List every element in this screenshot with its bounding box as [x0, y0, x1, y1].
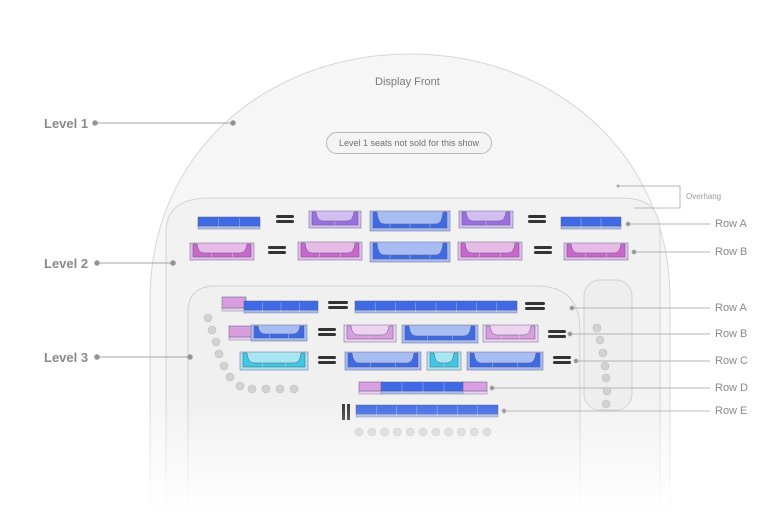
unavailable-seat [405, 427, 415, 437]
unavailable-seat [600, 361, 610, 371]
l3-row-c-block-3[interactable] [426, 351, 462, 371]
unavailable-seat [289, 384, 299, 394]
unavailable-seat [225, 372, 235, 382]
l2-row-a-block-4[interactable] [458, 210, 514, 229]
level-3-label: Level 3 [44, 350, 89, 365]
l3-row-c-block-4[interactable] [466, 351, 544, 371]
level3-row-e-label: Row E [715, 405, 748, 417]
l3-row-b-block-1[interactable] [228, 325, 254, 341]
unavailable-seat [354, 427, 364, 437]
unavailable-seat [207, 325, 217, 335]
level-2-label: Level 2 [44, 256, 89, 271]
l3-row-b-block-3[interactable] [343, 324, 397, 343]
unavailable-seat [275, 384, 285, 394]
l3-row-a-block-1[interactable] [221, 296, 247, 312]
unavailable-seat [482, 427, 492, 437]
unavailable-seat [601, 399, 611, 409]
level1-notice: Level 1 seats not sold for this show [326, 132, 492, 154]
unavailable-seat [214, 349, 224, 359]
l3-row-d-block-1[interactable] [358, 381, 384, 395]
l2-row-b-block-5[interactable] [563, 242, 629, 261]
level3-row-b-label: Row B [715, 328, 748, 340]
unavailable-seat [219, 361, 229, 371]
unavailable-seat [595, 335, 605, 345]
overhang-label: Overhang [686, 192, 722, 201]
level3-row-c-label: Row C [715, 355, 749, 367]
unavailable-seat [380, 427, 389, 437]
level2-row-a-label: Row A [715, 218, 747, 230]
unavailable-seat [418, 427, 428, 437]
l3-row-c-block-1[interactable] [239, 351, 309, 371]
l2-row-b-block-4[interactable] [457, 241, 523, 261]
unavailable-seat [457, 427, 466, 437]
unavailable-seat [393, 427, 402, 437]
unavailable-seat [469, 427, 479, 437]
l3-row-a-block-2[interactable] [243, 300, 319, 314]
unavailable-seat [247, 384, 257, 394]
l3-row-c-block-2[interactable] [344, 351, 422, 371]
unavailable-seat [592, 323, 602, 333]
l3-row-b-block-4[interactable] [401, 324, 479, 344]
unavailable-seat [444, 427, 453, 437]
level3-row-d-label: Row D [715, 382, 749, 394]
l2-row-a-block-2[interactable] [308, 210, 362, 229]
l3-row-e-block-1[interactable] [355, 404, 499, 418]
l2-row-a-block-1[interactable] [197, 216, 261, 230]
unavailable-seat [261, 384, 271, 394]
unavailable-seat [431, 427, 441, 437]
l2-row-a-block-5[interactable] [560, 216, 622, 230]
l2-row-a-block-3[interactable] [369, 210, 451, 232]
l2-row-b-block-2[interactable] [297, 241, 363, 261]
unavailable-seat [367, 427, 377, 437]
l3-row-b-block-2[interactable] [250, 324, 308, 342]
unavailable-seat [601, 373, 611, 383]
l2-row-b-block-3[interactable] [369, 241, 451, 263]
level-1-label: Level 1 [44, 116, 89, 131]
display-front-label: Display Front [375, 76, 440, 88]
unavailable-seat [598, 348, 608, 358]
level3-outline [187, 285, 581, 512]
l3-row-d-block-3[interactable] [462, 381, 488, 395]
level2-row-b-label: Row B [715, 246, 748, 258]
unavailable-seat [235, 381, 245, 391]
l2-row-b-block-1[interactable] [189, 242, 255, 261]
level3-row-a-label: Row A [715, 302, 747, 314]
l3-row-b-block-5[interactable] [482, 324, 539, 343]
unavailable-seat [203, 313, 213, 323]
unavailable-seat [211, 337, 221, 347]
l3-row-d-block-2[interactable] [380, 381, 466, 395]
l3-row-a-block-3[interactable] [354, 300, 518, 314]
unavailable-seat [602, 386, 612, 396]
